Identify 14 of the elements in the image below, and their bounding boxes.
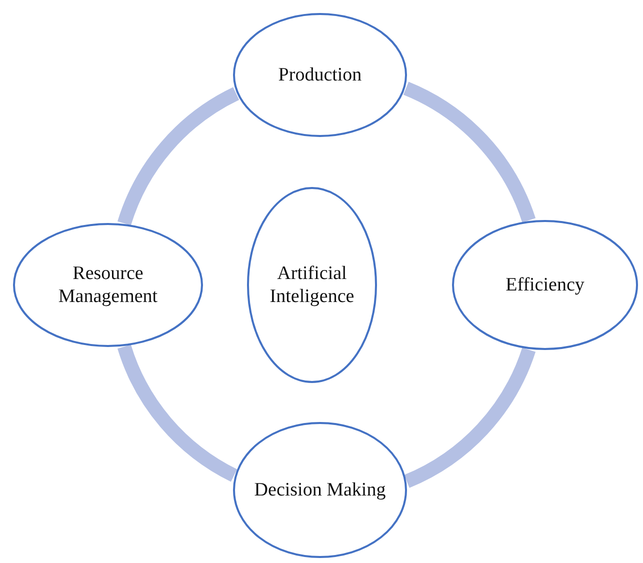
ring-connector bbox=[118, 344, 238, 482]
ellipse-node bbox=[452, 220, 638, 350]
node-label: Resource Management bbox=[57, 262, 159, 308]
ellipse-node bbox=[247, 187, 377, 383]
node-label: Decision Making bbox=[254, 478, 386, 502]
node-label: Artificial Inteligence bbox=[268, 262, 356, 308]
ring-connector bbox=[404, 347, 536, 488]
node-label: Production bbox=[277, 64, 363, 86]
ellipse-node bbox=[13, 223, 203, 347]
ring-connector bbox=[402, 82, 536, 223]
ellipse-node bbox=[233, 13, 407, 137]
node-label: Efficiency bbox=[504, 274, 586, 296]
ring-connector bbox=[118, 87, 240, 226]
ellipse-node bbox=[233, 422, 407, 558]
